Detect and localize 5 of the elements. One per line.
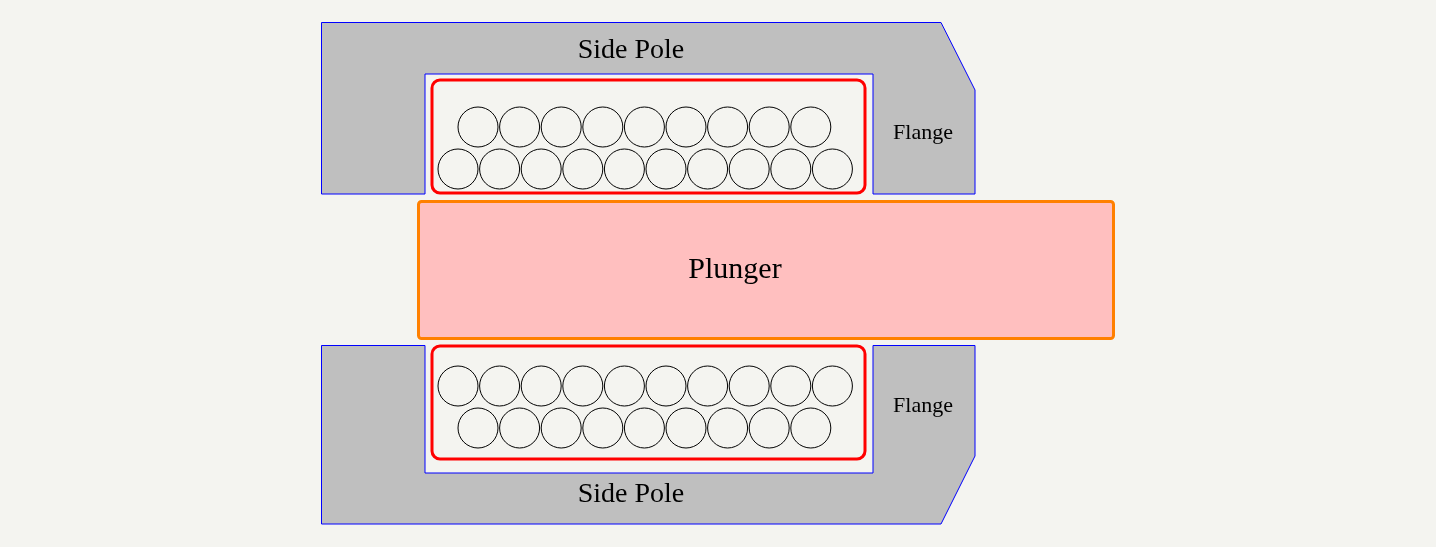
part-label: Side Pole — [577, 33, 685, 65]
part-label: Side Pole — [577, 477, 685, 509]
part-label: Plunger — [688, 251, 782, 285]
flange-label: Flange — [893, 392, 953, 418]
flange-label: Flange — [893, 119, 953, 145]
